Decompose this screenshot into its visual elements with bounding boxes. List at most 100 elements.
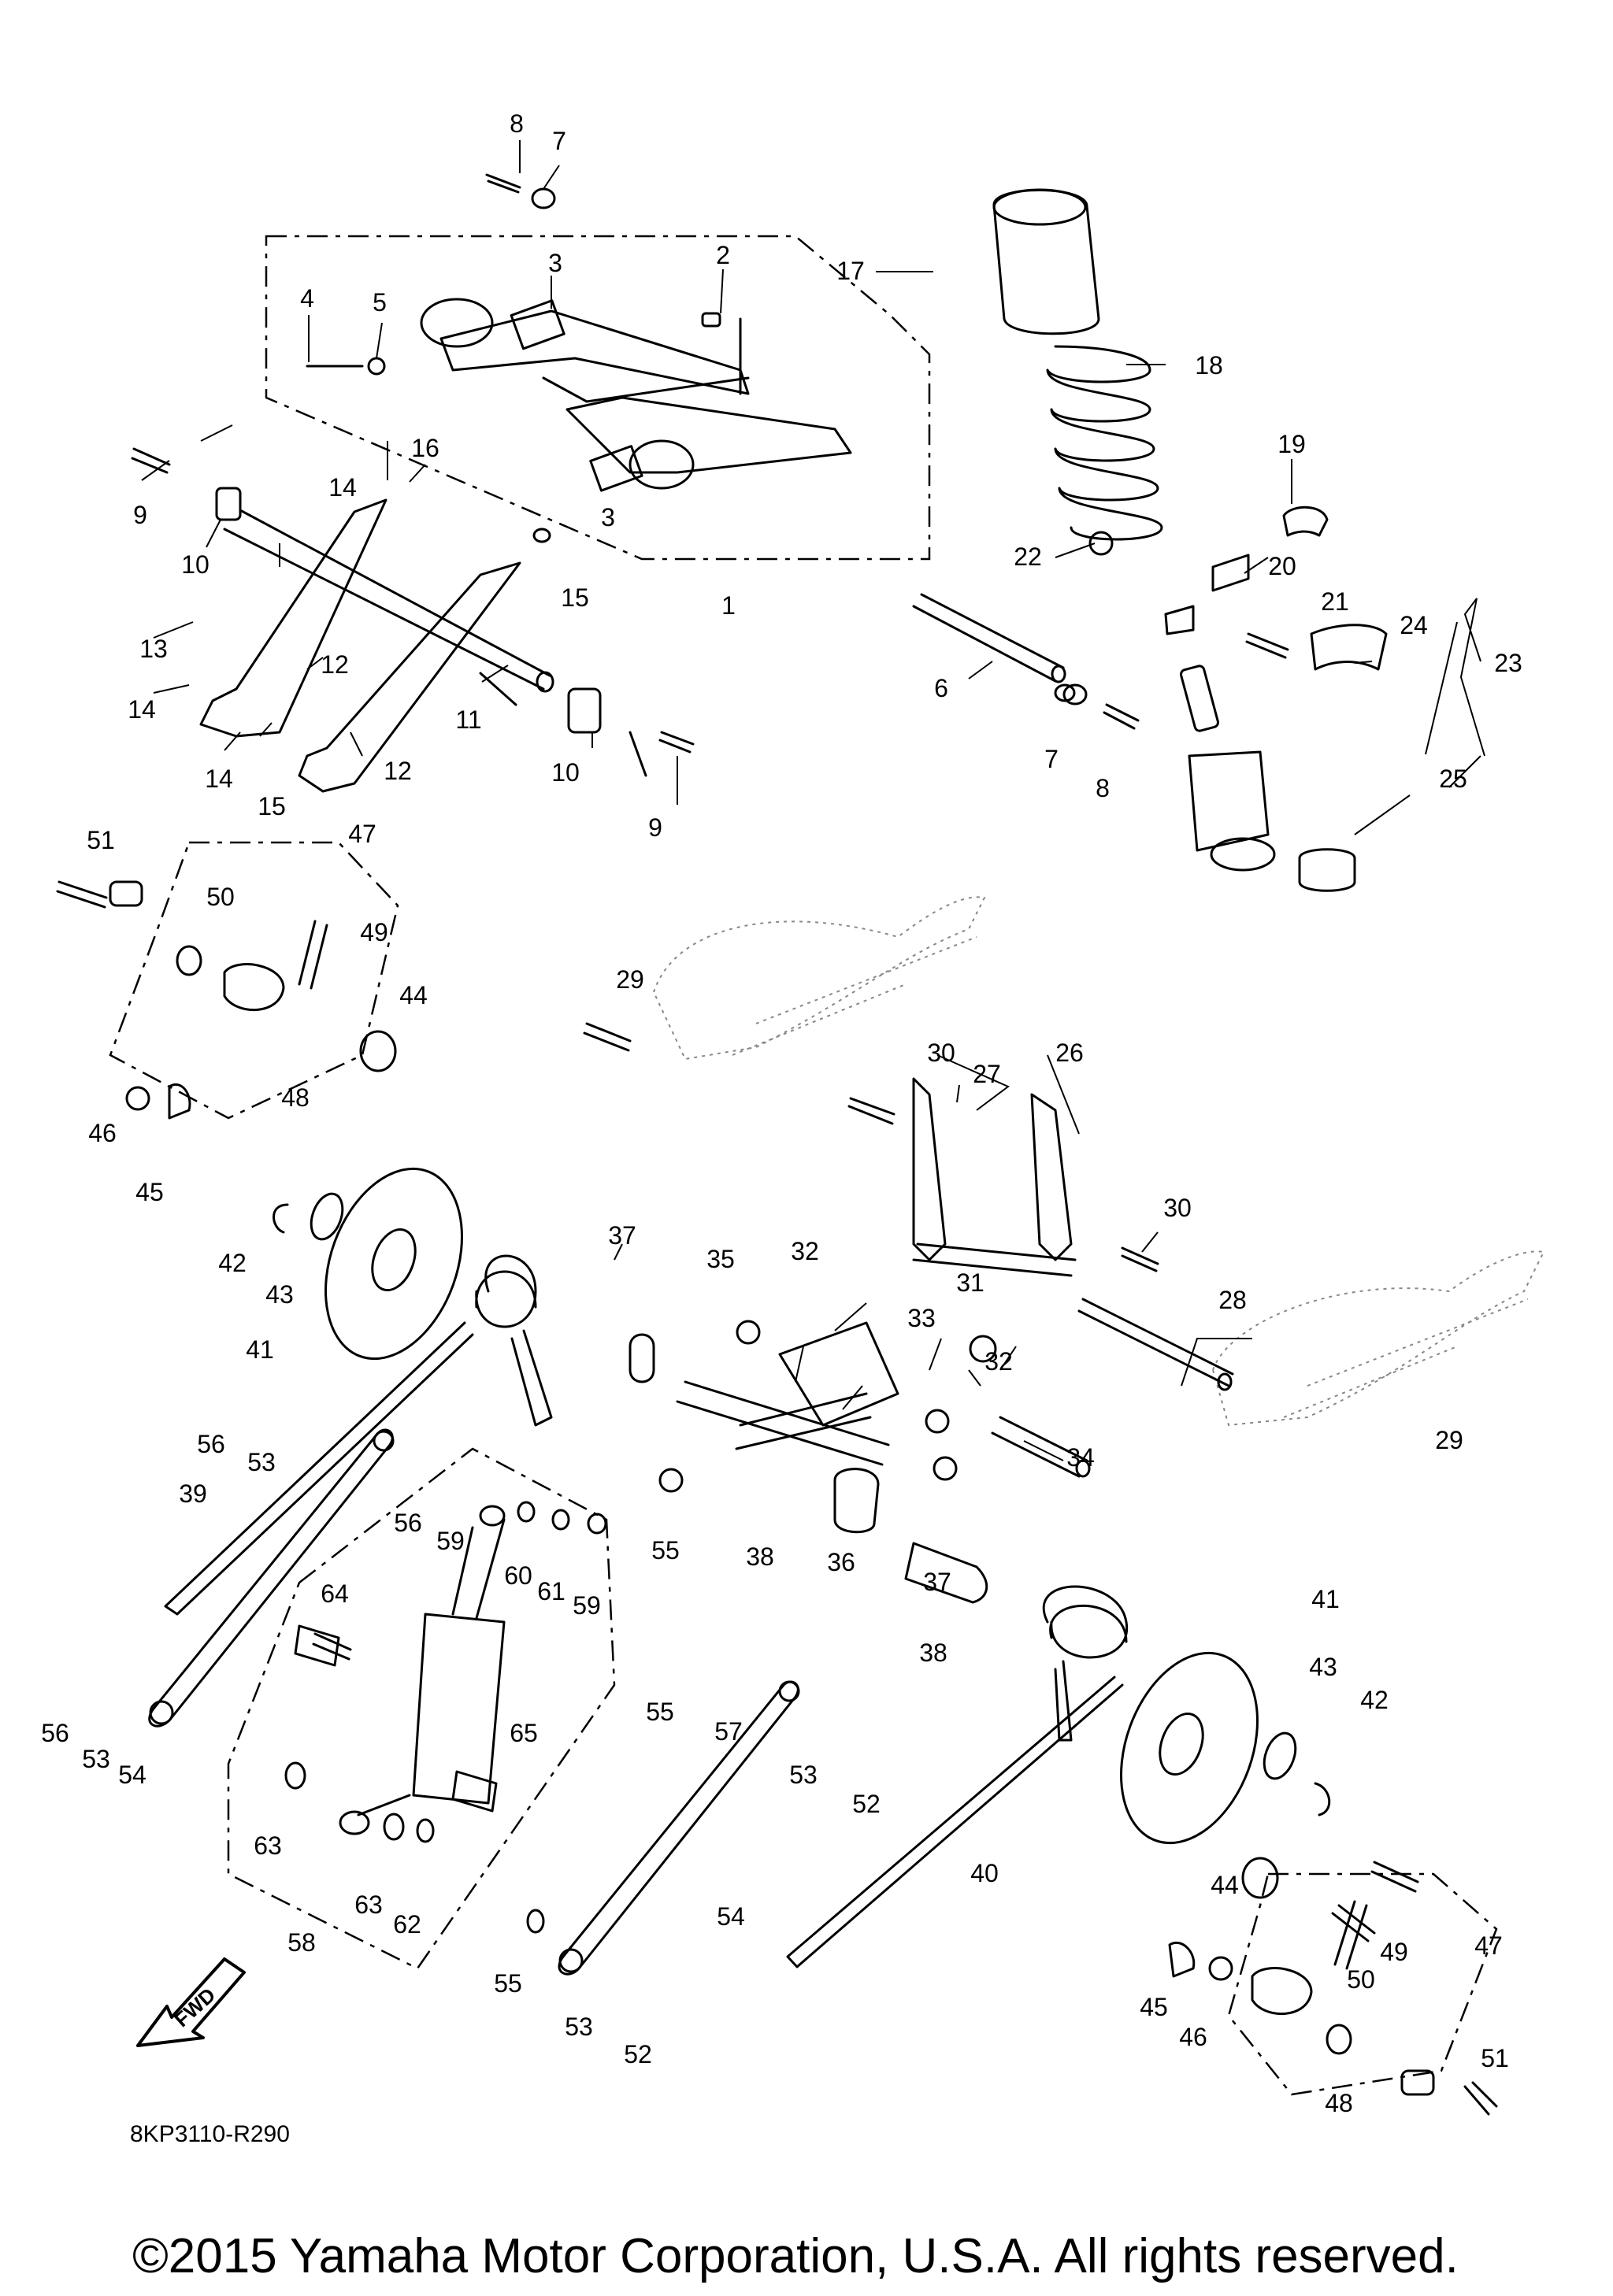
callout-62: 62 bbox=[393, 1910, 421, 1939]
callout-50-left: 50 bbox=[206, 883, 235, 911]
callout-29-right: 29 bbox=[1435, 1426, 1463, 1454]
callout-17: 17 bbox=[836, 257, 865, 285]
callout-63-right: 63 bbox=[354, 1890, 383, 1919]
callout-14-left: 14 bbox=[128, 695, 156, 724]
callout-61: 61 bbox=[537, 1577, 565, 1605]
callout-42-left: 42 bbox=[218, 1249, 247, 1277]
callout-41-left: 41 bbox=[246, 1335, 274, 1364]
callout-35: 35 bbox=[706, 1245, 735, 1273]
callout-8: 8 bbox=[510, 109, 524, 138]
copyright-notice: ©2015 Yamaha Motor Corporation, U.S.A. A… bbox=[132, 2229, 1459, 2283]
callout-23: 23 bbox=[1494, 649, 1522, 677]
callout-13: 13 bbox=[139, 635, 168, 663]
callout-43-right: 43 bbox=[1309, 1653, 1337, 1681]
callout-39: 39 bbox=[179, 1479, 207, 1508]
callout-60: 60 bbox=[504, 1561, 532, 1590]
callout-24: 24 bbox=[1400, 611, 1428, 639]
callout-1: 1 bbox=[721, 591, 736, 620]
callout-53-bottom: 53 bbox=[565, 2013, 593, 2041]
slide-rails bbox=[652, 896, 1545, 1427]
torsion-springs bbox=[164, 1254, 1129, 1968]
callout-56-top: 56 bbox=[197, 1430, 225, 1458]
callout-49-right: 49 bbox=[1380, 1938, 1408, 1966]
front-arm-shafts bbox=[199, 487, 1088, 793]
callout-2: 2 bbox=[716, 241, 730, 269]
drawing-code: 8KP3110-R290 bbox=[130, 2121, 290, 2147]
callout-56-bottom: 56 bbox=[41, 1719, 69, 1747]
callout-47-right: 47 bbox=[1474, 1931, 1503, 1960]
callout-14-top: 14 bbox=[328, 473, 357, 502]
callout-16: 16 bbox=[411, 434, 439, 462]
callout-54-left: 54 bbox=[118, 1761, 146, 1789]
callout-6: 6 bbox=[934, 674, 948, 702]
callout-48-left: 48 bbox=[281, 1083, 310, 1112]
callout-15-top: 15 bbox=[561, 583, 589, 612]
callout-20: 20 bbox=[1268, 552, 1296, 580]
callout-64: 64 bbox=[321, 1579, 349, 1608]
callout-65: 65 bbox=[510, 1719, 538, 1747]
wheel-brackets bbox=[109, 841, 1498, 2096]
callout-63-left: 63 bbox=[254, 1831, 282, 1860]
callout-51-left: 51 bbox=[87, 826, 115, 854]
callout-53-top: 53 bbox=[247, 1448, 276, 1476]
callout-31: 31 bbox=[956, 1268, 984, 1297]
callout-5: 5 bbox=[373, 288, 387, 317]
callout-46-right: 46 bbox=[1179, 2023, 1207, 2051]
callout-42-right: 42 bbox=[1360, 1686, 1389, 1714]
idler-wheels bbox=[273, 1167, 1331, 1845]
rear-arm-body bbox=[439, 309, 852, 474]
callout-3-lower: 3 bbox=[601, 503, 615, 531]
callout-45-right: 45 bbox=[1140, 1993, 1168, 2021]
callout-21: 21 bbox=[1321, 587, 1349, 616]
callout-9-top: 9 bbox=[133, 501, 147, 529]
callout-41-right: 41 bbox=[1311, 1585, 1340, 1613]
callout-55-top: 55 bbox=[651, 1536, 680, 1565]
callout-59-right: 59 bbox=[573, 1591, 601, 1620]
callout-28: 28 bbox=[1218, 1286, 1247, 1314]
rear-arm-assembly bbox=[265, 235, 931, 561]
callout-55-bottom: 55 bbox=[494, 1969, 522, 1998]
callout-8-right: 8 bbox=[1096, 774, 1110, 802]
callout-58: 58 bbox=[287, 1928, 316, 1957]
callout-59-left: 59 bbox=[436, 1527, 465, 1555]
callout-53-right: 53 bbox=[789, 1761, 818, 1789]
callout-57: 57 bbox=[714, 1717, 743, 1746]
fwd-arrow-badge: FWD bbox=[136, 1957, 246, 2047]
callout-44-left: 44 bbox=[399, 981, 428, 1009]
callout-14-bottom: 14 bbox=[205, 765, 233, 793]
center-arm-assembly bbox=[629, 1077, 1234, 1604]
callout-53-left: 53 bbox=[82, 1745, 110, 1773]
callout-49-left: 49 bbox=[360, 918, 388, 946]
callout-18: 18 bbox=[1195, 351, 1223, 380]
callout-38-right: 38 bbox=[919, 1639, 947, 1667]
callout-10-top: 10 bbox=[181, 550, 210, 579]
rear-arm-boundary bbox=[265, 235, 931, 561]
callout-10-bottom: 10 bbox=[551, 758, 580, 787]
callout-30-top: 30 bbox=[927, 1039, 955, 1067]
callout-12-bottom: 12 bbox=[384, 757, 412, 785]
callout-47-left: 47 bbox=[348, 820, 376, 848]
front-shock-boundary bbox=[227, 1447, 616, 1970]
callout-45-left: 45 bbox=[135, 1178, 164, 1206]
callout-52-bottom: 52 bbox=[624, 2040, 652, 2068]
callout-11: 11 bbox=[455, 705, 481, 734]
callout-40: 40 bbox=[970, 1859, 999, 1887]
callout-55-mid: 55 bbox=[646, 1698, 674, 1726]
callout-51-right: 51 bbox=[1481, 2044, 1509, 2072]
callout-34: 34 bbox=[1066, 1443, 1095, 1472]
callout-36: 36 bbox=[827, 1548, 855, 1576]
callout-29-top: 29 bbox=[616, 965, 644, 994]
front-shock-assembly bbox=[227, 1447, 616, 1970]
callout-19: 19 bbox=[1277, 430, 1306, 458]
callout-12-top: 12 bbox=[321, 650, 349, 679]
callout-44-right: 44 bbox=[1211, 1871, 1239, 1899]
callout-25: 25 bbox=[1439, 765, 1467, 793]
callout-37-top: 37 bbox=[608, 1221, 636, 1250]
callout-32-left: 32 bbox=[791, 1237, 819, 1265]
callout-43-left: 43 bbox=[265, 1280, 294, 1309]
callout-50-right: 50 bbox=[1347, 1965, 1375, 1994]
callout-30-right: 30 bbox=[1163, 1194, 1192, 1222]
callout-56-mid: 56 bbox=[394, 1509, 422, 1537]
callout-54-right: 54 bbox=[717, 1902, 745, 1931]
